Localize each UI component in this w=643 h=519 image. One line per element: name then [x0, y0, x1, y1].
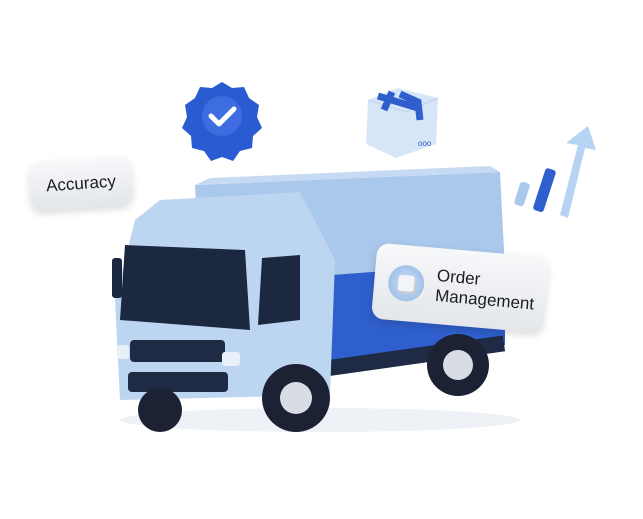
verified-badge-icon [182, 82, 262, 161]
svg-text:ooo: ooo [418, 139, 432, 148]
growth-chart-arrow-icon [514, 126, 596, 218]
cube-icon [386, 263, 426, 303]
order-management-card: Order Management [371, 242, 549, 334]
order-management-label: Order Management [434, 266, 536, 314]
accuracy-label: Accuracy [45, 171, 117, 196]
delivery-truck-illustration [112, 166, 520, 432]
package-box-icon: ooo [366, 88, 439, 158]
accuracy-label-bubble: Accuracy [28, 156, 134, 212]
